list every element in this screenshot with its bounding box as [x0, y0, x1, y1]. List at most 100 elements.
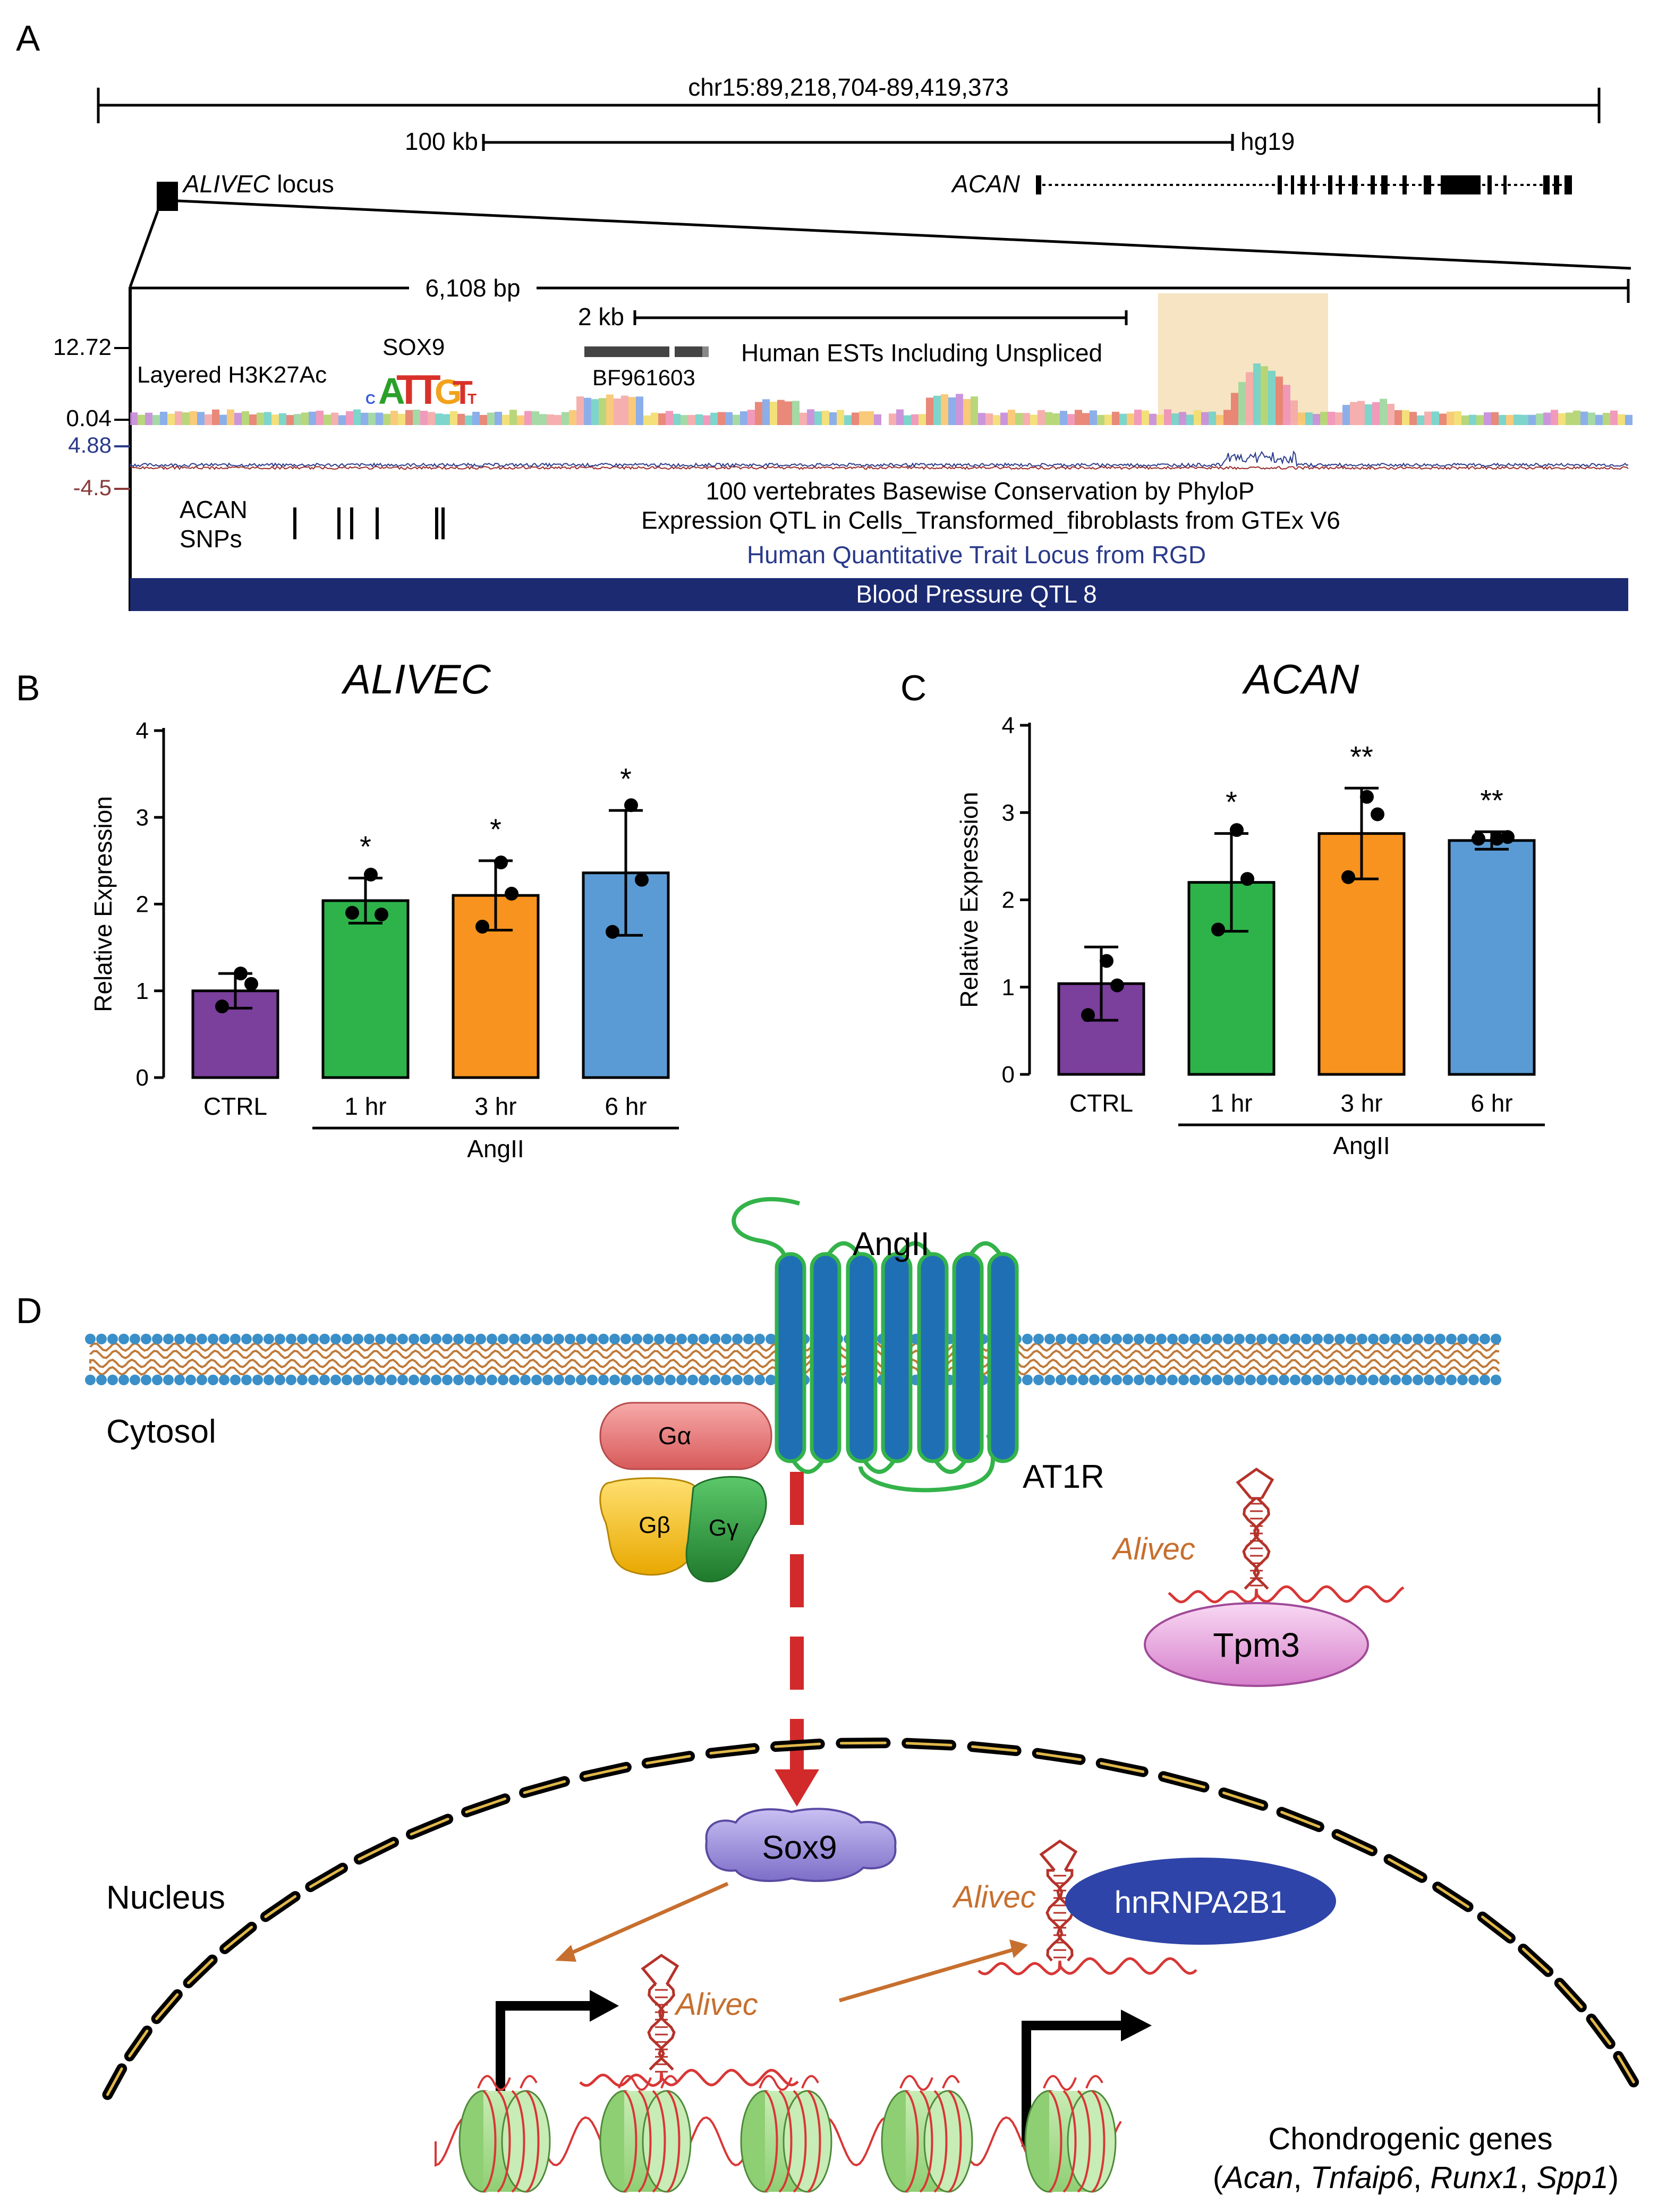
lipid-head — [442, 1334, 453, 1344]
signal-bin — [1179, 412, 1186, 425]
dna-wrap — [1077, 2090, 1091, 2193]
transmembrane-helix — [881, 1252, 913, 1463]
transmembrane-helix — [917, 1252, 949, 1463]
lipid-head — [531, 1375, 542, 1385]
lipid-head — [1178, 1375, 1189, 1385]
group-label: AngII — [1333, 1132, 1390, 1159]
signal-bin — [733, 414, 740, 425]
signal-bin — [1610, 410, 1618, 425]
lipid-head — [1212, 1334, 1222, 1344]
envelope-lumen — [709, 1747, 756, 1755]
acan-gene-model — [1036, 175, 1572, 194]
envelope-lumen — [410, 1817, 449, 1836]
motif-letter: G — [435, 372, 462, 411]
signal-bin — [777, 400, 785, 425]
signal-bin — [435, 413, 443, 425]
lipid-head — [230, 1334, 241, 1344]
signal-bin — [1008, 410, 1015, 425]
signal-bin — [316, 410, 324, 425]
data-point — [1341, 870, 1355, 884]
signal-bin — [985, 413, 993, 425]
nucleosome — [881, 2075, 973, 2193]
lipid-head — [654, 1375, 665, 1385]
lipid-head — [531, 1334, 542, 1344]
signal-bin — [770, 402, 777, 425]
data-point — [345, 905, 359, 920]
data-point — [1230, 823, 1244, 837]
histone-tail — [899, 2075, 933, 2091]
lipid-head — [286, 1375, 296, 1385]
h3k27ac-track-label: Layered H3K27Ac — [137, 362, 327, 388]
at1r-receptor — [732, 1197, 1019, 1493]
signal-bin — [666, 411, 673, 425]
lipid-head — [219, 1334, 229, 1344]
lipid-head — [197, 1375, 207, 1385]
est-track-label: Human ESTs Including Unspliced — [741, 339, 1102, 367]
nucleosome-front — [1067, 2090, 1117, 2193]
lipid-head — [1156, 1334, 1167, 1344]
lipid-head — [598, 1375, 609, 1385]
signal-bin — [1402, 410, 1409, 425]
lipid-head — [699, 1375, 709, 1385]
h3k27ac-signal — [130, 363, 1633, 425]
y-tick-label: 0 — [136, 1065, 149, 1091]
lipid-head — [1346, 1334, 1356, 1344]
signal-bin — [1045, 412, 1052, 425]
data-point — [505, 886, 518, 901]
lipid-head — [1379, 1375, 1390, 1385]
signal-bin — [428, 412, 435, 425]
lipid-head — [754, 1375, 765, 1385]
rna-tail — [977, 1960, 1061, 1976]
lipid-head — [453, 1375, 464, 1385]
lipid-head — [431, 1375, 441, 1385]
signal-bin — [1484, 412, 1491, 425]
lipid-head — [1134, 1334, 1144, 1344]
signal-bin — [1603, 412, 1610, 425]
signal-bin — [658, 413, 666, 425]
gene-exon — [1381, 175, 1388, 194]
lipid-head — [141, 1334, 151, 1344]
gene-exon — [1402, 175, 1407, 194]
signal-bin — [1090, 410, 1097, 425]
lipid-head — [342, 1375, 352, 1385]
signal-bin — [1365, 404, 1372, 425]
rna-tail — [660, 2069, 799, 2087]
data-point — [494, 855, 508, 870]
lipid-head — [1446, 1375, 1457, 1385]
signal-bin — [1313, 414, 1320, 425]
category-label: 3 hr — [1340, 1089, 1382, 1117]
signal-bin — [1618, 414, 1625, 425]
signal-bin — [904, 415, 911, 425]
lipid-head — [252, 1375, 263, 1385]
signal-bin — [785, 401, 792, 425]
y-tick-label: 2 — [1002, 887, 1015, 913]
lipid-head — [85, 1375, 96, 1385]
envelope-lumen — [523, 1780, 566, 1794]
lipid-head — [487, 1375, 497, 1385]
lipid-head — [1201, 1375, 1211, 1385]
signal-bin — [948, 397, 956, 425]
signal-bin — [919, 414, 926, 425]
lipid-head — [1268, 1334, 1278, 1344]
panel-d-label: D — [16, 1291, 42, 1331]
signal-bin — [1536, 413, 1543, 425]
signal-bin — [353, 409, 361, 425]
signal-bin — [338, 415, 346, 425]
signal-bin — [695, 414, 703, 425]
lipid-head — [353, 1375, 363, 1385]
lipid-head — [598, 1334, 609, 1344]
histone-tail — [942, 2075, 960, 2089]
signal-bin — [762, 399, 770, 425]
signal-bin — [249, 414, 257, 425]
lipid-head — [1111, 1334, 1122, 1344]
signal-bin — [1223, 410, 1231, 425]
lipid-head — [197, 1334, 207, 1344]
alivec-cytosol-label: Alivec — [1111, 1532, 1195, 1566]
signal-bin — [346, 411, 353, 425]
lipid-head — [743, 1334, 754, 1344]
lipid-head — [1413, 1375, 1423, 1385]
lipid-head — [1245, 1375, 1256, 1385]
lipid-head — [1212, 1375, 1222, 1385]
dna-wrap — [497, 2090, 511, 2193]
signal-bin — [234, 412, 242, 425]
